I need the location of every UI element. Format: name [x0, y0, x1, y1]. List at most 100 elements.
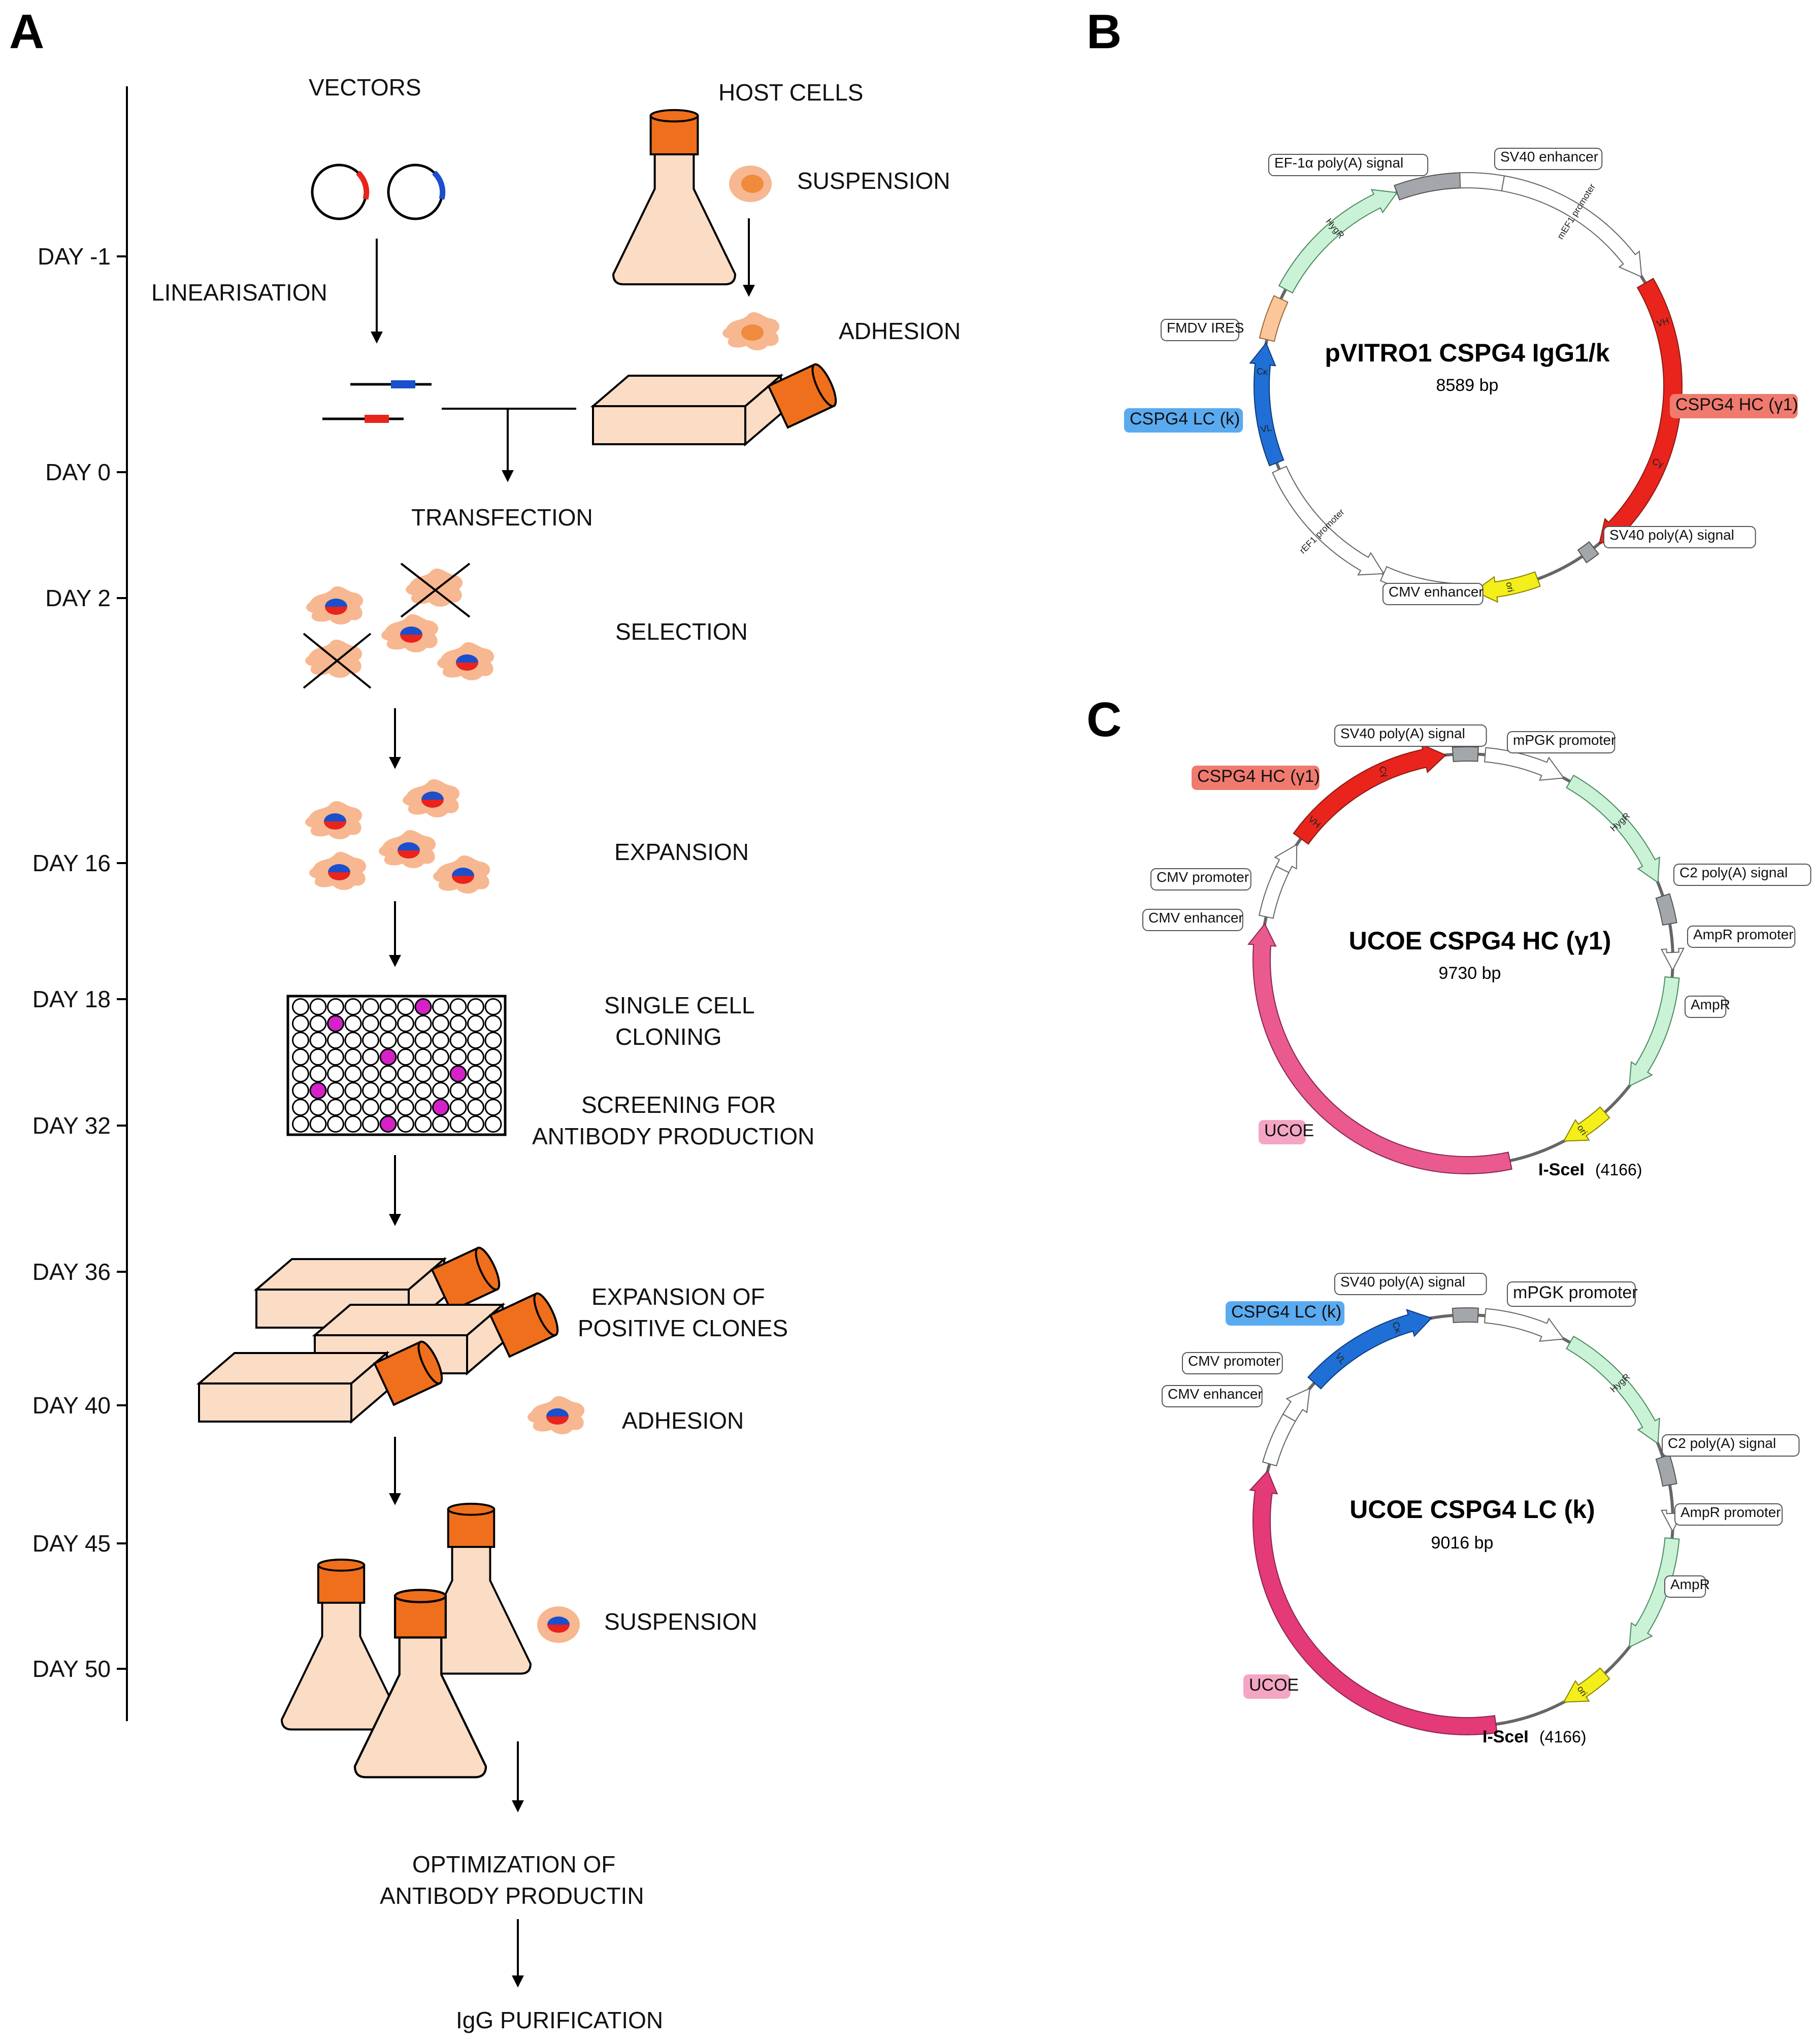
label-ampr: AmpR — [1664, 1575, 1710, 1598]
well — [292, 1115, 309, 1133]
svg-text:UCOE: UCOE — [1264, 1121, 1314, 1140]
arc-ampr-promoter — [1660, 947, 1685, 972]
well — [414, 1099, 432, 1116]
step-screening: SCREENING FOR — [581, 1092, 776, 1118]
positive-well — [379, 1115, 397, 1133]
svg-text:CMV enhancer: CMV enhancer — [1168, 1386, 1263, 1402]
panel-a-label: A — [9, 5, 44, 59]
plasmid-map-ucoe-hc: UCOE CSPG4 HC (γ1) 9730 bp SV40 poly(A) … — [1142, 724, 1811, 1179]
label-cspg4-hc: CSPG4 HC (γ1) — [1192, 766, 1320, 790]
step-single-cell: SINGLE CELL — [604, 992, 755, 1018]
well — [397, 1015, 414, 1032]
plasmid-map-pvitro1: pVITRO1 CSPG4 IgG1/k 8589 bp EF-1α poly(… — [1124, 148, 1798, 605]
inner-vl: VL — [1260, 422, 1273, 435]
label-isce-position: (4166) — [1595, 1161, 1642, 1179]
well — [379, 1065, 397, 1082]
well — [449, 1015, 467, 1032]
well — [292, 1065, 309, 1082]
well — [414, 1065, 432, 1082]
step-expansion-of: EXPANSION OF — [591, 1283, 765, 1310]
well — [327, 1115, 344, 1133]
day-label: DAY 32 — [32, 1112, 111, 1139]
well — [344, 998, 362, 1015]
svg-text:SV40 enhancer: SV40 enhancer — [1500, 149, 1598, 164]
label-fmdv-ires: FMDV IRES — [1161, 319, 1244, 341]
day-label: DAY 50 — [32, 1656, 111, 1682]
well — [449, 1115, 467, 1133]
label-cspg4-lc: CSPG4 LC (k) — [1226, 1301, 1345, 1326]
arc-cspg4-hc — [1293, 743, 1447, 845]
label-sv40-polya: SV40 poly(A) signal — [1603, 526, 1756, 548]
arc-sv40-polya — [1577, 541, 1599, 564]
well — [362, 998, 379, 1015]
positive-well — [309, 1082, 327, 1099]
well — [309, 1065, 327, 1082]
arc-hygr — [1566, 774, 1660, 884]
linear-vector-red — [322, 415, 404, 423]
arc-cspg4-lc — [1249, 342, 1284, 467]
arc-mef1-promoter — [1501, 175, 1642, 278]
label-cmv-enhancer: CMV enhancer — [1142, 909, 1243, 931]
panel-c-label: C — [1086, 693, 1122, 747]
positive-well — [449, 1065, 467, 1082]
step-adhesion-bottom: ADHESION — [622, 1407, 744, 1434]
well — [414, 1115, 432, 1133]
well — [309, 1048, 327, 1066]
well — [449, 998, 467, 1015]
well — [362, 1082, 379, 1099]
plasmid-c2-size: 9016 bp — [1431, 1533, 1494, 1553]
step-positive-clones: POSITIVE CLONES — [578, 1315, 788, 1341]
plasmid-b-size: 8589 bp — [1436, 376, 1499, 395]
arc-ori — [1563, 1106, 1610, 1142]
step-igg-purification: IgG PURIFICATION — [456, 2007, 663, 2033]
well — [397, 1065, 414, 1082]
well — [432, 1048, 449, 1066]
well — [449, 1032, 467, 1049]
label-sv40-enhancer: SV40 enhancer — [1494, 148, 1603, 170]
plasmid-map-ucoe-lc: UCOE CSPG4 LC (k) 9016 bp SV40 poly(A) s… — [1162, 1273, 1800, 1746]
well — [467, 1032, 484, 1049]
well — [449, 1082, 467, 1099]
step-cloning: CLONING — [615, 1024, 722, 1050]
label-ampr: AmpR — [1685, 996, 1730, 1018]
well — [432, 1015, 449, 1032]
step-suspension-bottom: SUSPENSION — [604, 1608, 757, 1635]
adhesion-cell-bottom — [528, 1396, 585, 1435]
well — [292, 1082, 309, 1099]
day-label: DAY 45 — [32, 1530, 111, 1557]
well — [432, 1082, 449, 1099]
day-label: DAY 36 — [32, 1259, 111, 1285]
svg-text:CSPG4 HC (γ1): CSPG4 HC (γ1) — [1675, 395, 1798, 414]
well — [484, 1065, 502, 1082]
svg-text:CMV enhancer: CMV enhancer — [1148, 910, 1243, 926]
well — [484, 1099, 502, 1116]
label-sv40-polya: SV40 poly(A) signal — [1334, 1273, 1487, 1295]
selection-cells — [303, 563, 495, 689]
well — [379, 998, 397, 1015]
host-cells-flask — [613, 110, 735, 284]
label-cmv-promoter: CMV promoter — [1150, 868, 1251, 891]
svg-text:CMV enhancer: CMV enhancer — [1389, 584, 1484, 600]
plasmid-c1-title: UCOE CSPG4 HC (γ1) — [1349, 927, 1611, 955]
well — [292, 1099, 309, 1116]
inner-ck: Cκ — [1256, 366, 1268, 377]
vector-plasmid-red — [311, 163, 370, 220]
arc-cspg4-hc — [1599, 278, 1683, 544]
well — [344, 1099, 362, 1116]
svg-text:AmpR: AmpR — [1691, 997, 1730, 1012]
well — [397, 1032, 414, 1049]
well — [467, 998, 484, 1015]
well — [414, 1032, 432, 1049]
arc-hygr — [1566, 1335, 1660, 1445]
well — [362, 1065, 379, 1082]
step-selection: SELECTION — [615, 618, 748, 645]
label-cspg4-lc: CSPG4 LC (k) — [1124, 408, 1243, 433]
step-transfection: TRANSFECTION — [411, 504, 593, 531]
suspension-flask-2 — [281, 1558, 402, 1731]
well — [309, 1099, 327, 1116]
arc-ori — [1563, 1667, 1610, 1703]
arc-fmdv-ires — [1259, 295, 1289, 342]
arc-c2-polya — [1655, 1454, 1677, 1487]
day-label: DAY 0 — [45, 459, 111, 485]
